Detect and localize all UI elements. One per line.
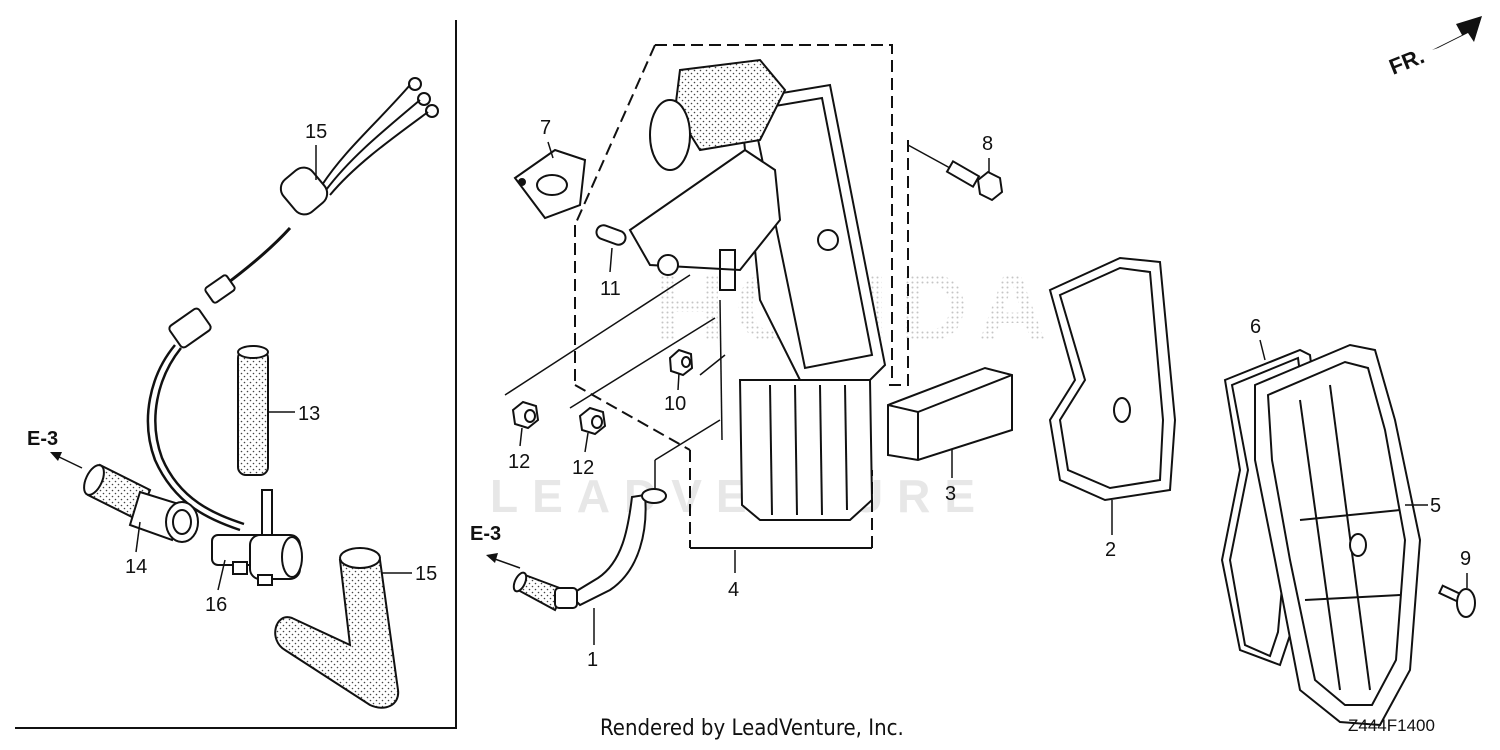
front-direction-arrow: FR. bbox=[1386, 16, 1482, 80]
callout-4: 4 bbox=[728, 579, 739, 601]
part-2-filter-element bbox=[1048, 256, 1177, 502]
part-9-screw bbox=[1438, 584, 1476, 618]
diagram-code: Z444F1400 bbox=[1348, 716, 1435, 735]
part-1-drain-tube bbox=[512, 488, 667, 612]
part-3-foam-element bbox=[887, 366, 1013, 462]
callout-14: 13 bbox=[298, 403, 320, 425]
callout-2: 2 bbox=[1105, 539, 1116, 561]
part-7-gasket bbox=[513, 148, 587, 220]
callout-12-a: 12 bbox=[508, 451, 530, 473]
callout-13: 14 bbox=[125, 556, 147, 578]
part-11-pin bbox=[595, 224, 627, 246]
front-label: FR. bbox=[1386, 43, 1428, 79]
subassembly-border bbox=[15, 20, 457, 729]
callout-11: 11 bbox=[600, 278, 621, 300]
part-17-valve bbox=[211, 489, 303, 586]
callout-3: 3 bbox=[945, 483, 956, 505]
callout-9: 9 bbox=[1460, 548, 1471, 570]
part-4-air-cleaner-case bbox=[628, 58, 887, 521]
part-10-nut bbox=[668, 348, 694, 377]
callout-10: 10 bbox=[664, 393, 686, 415]
part-15-hose bbox=[274, 547, 400, 709]
part-4-outline bbox=[655, 44, 893, 380]
callout-6: 6 bbox=[1250, 316, 1261, 338]
callout-5: 5 bbox=[1430, 495, 1441, 517]
callout-12-b: 12 bbox=[572, 457, 594, 479]
part-16-wire-harness bbox=[146, 77, 439, 532]
watermark-dealer: LEADVENTURE bbox=[490, 470, 989, 522]
part-5-cover bbox=[1254, 343, 1422, 727]
part-13-connector bbox=[83, 463, 199, 543]
footer-credit: Rendered by LeadVenture, Inc. bbox=[600, 716, 904, 741]
callout-8: 8 bbox=[982, 133, 993, 155]
part-14-hose bbox=[237, 345, 269, 476]
callout-1: 1 bbox=[587, 649, 598, 671]
callout-7: 7 bbox=[540, 117, 551, 139]
part-8-bolt bbox=[945, 159, 1004, 202]
callout-15-label: 15 bbox=[415, 563, 437, 585]
part-12-nut-a bbox=[511, 400, 540, 430]
reference-e3-center: E-3 bbox=[470, 523, 521, 569]
svg-text:E-3: E-3 bbox=[470, 523, 501, 545]
svg-text:E-3: E-3 bbox=[27, 428, 58, 450]
reference-e3-left: E-3 bbox=[27, 428, 83, 469]
callout-17: 16 bbox=[205, 594, 227, 616]
part-12-nut-b bbox=[578, 406, 607, 436]
callout-16: 15 bbox=[305, 121, 327, 143]
